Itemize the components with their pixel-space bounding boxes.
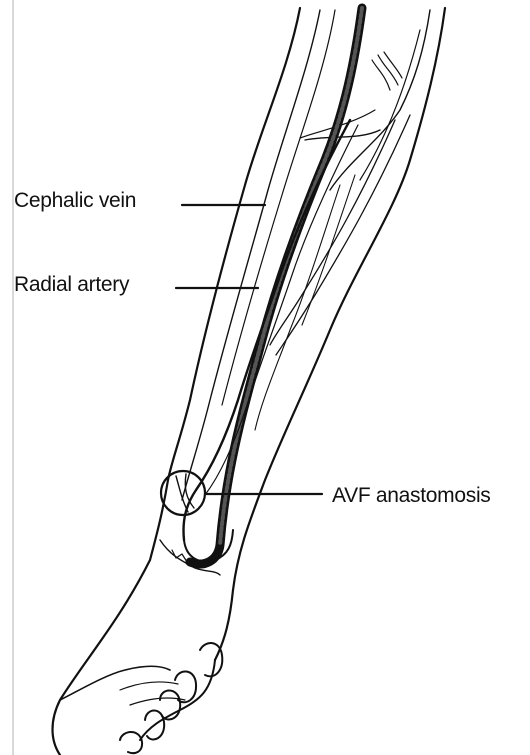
finger-4 xyxy=(120,732,142,753)
hand-crease-2 xyxy=(130,698,185,705)
vessel-branch-top-1 xyxy=(372,60,390,90)
thumb-outline xyxy=(200,643,222,676)
label-cephalic-vein: Cephalic vein xyxy=(14,190,136,211)
forearm-outline-left xyxy=(53,8,301,755)
forearm-outline-right xyxy=(215,8,445,660)
hand-crease-1 xyxy=(120,682,178,690)
avf-anastomosis-circle xyxy=(161,471,205,515)
vein-loop-wrist xyxy=(184,530,233,562)
label-radial-artery: Radial artery xyxy=(14,274,129,295)
hand-palm xyxy=(60,666,170,700)
vessel-branch-top-3 xyxy=(384,52,402,78)
vessel-branch-top-2 xyxy=(378,55,398,85)
label-avf-anastomosis: AVF anastomosis xyxy=(332,485,491,506)
